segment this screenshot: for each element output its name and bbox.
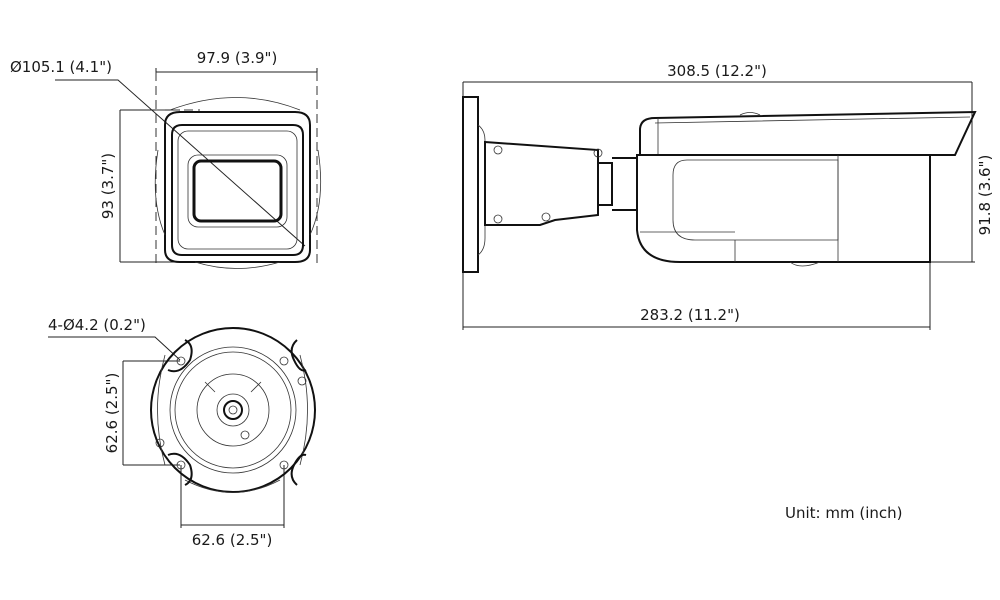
holes-label: 4-Ø4.2 (0.2")	[48, 316, 146, 334]
total-length-label: 308.5 (12.2")	[667, 62, 767, 80]
hole-spacing-horizontal-label: 62.6 (2.5")	[192, 531, 273, 549]
body-length-label: 283.2 (11.2")	[640, 306, 740, 324]
front-width-label: 97.9 (3.9")	[197, 49, 278, 67]
front-height-label: 93 (3.7")	[99, 153, 117, 219]
side-view: 308.5 (12.2") 283.2 (11.2") 91.8 (3.6")	[462, 62, 994, 330]
side-height-label: 91.8 (3.6")	[976, 155, 994, 236]
hole-spacing-vertical-label: 62.6 (2.5")	[103, 373, 121, 454]
front-view: Ø105.1 (4.1") 97.9 (3.9") 93 (3.7")	[10, 49, 322, 269]
unit-label: Unit: mm (inch)	[785, 504, 902, 522]
bottom-view: 4-Ø4.2 (0.2") 62.6 (2.5") 62.6 (2.5")	[48, 316, 316, 549]
diameter-label: Ø105.1 (4.1")	[10, 58, 112, 76]
